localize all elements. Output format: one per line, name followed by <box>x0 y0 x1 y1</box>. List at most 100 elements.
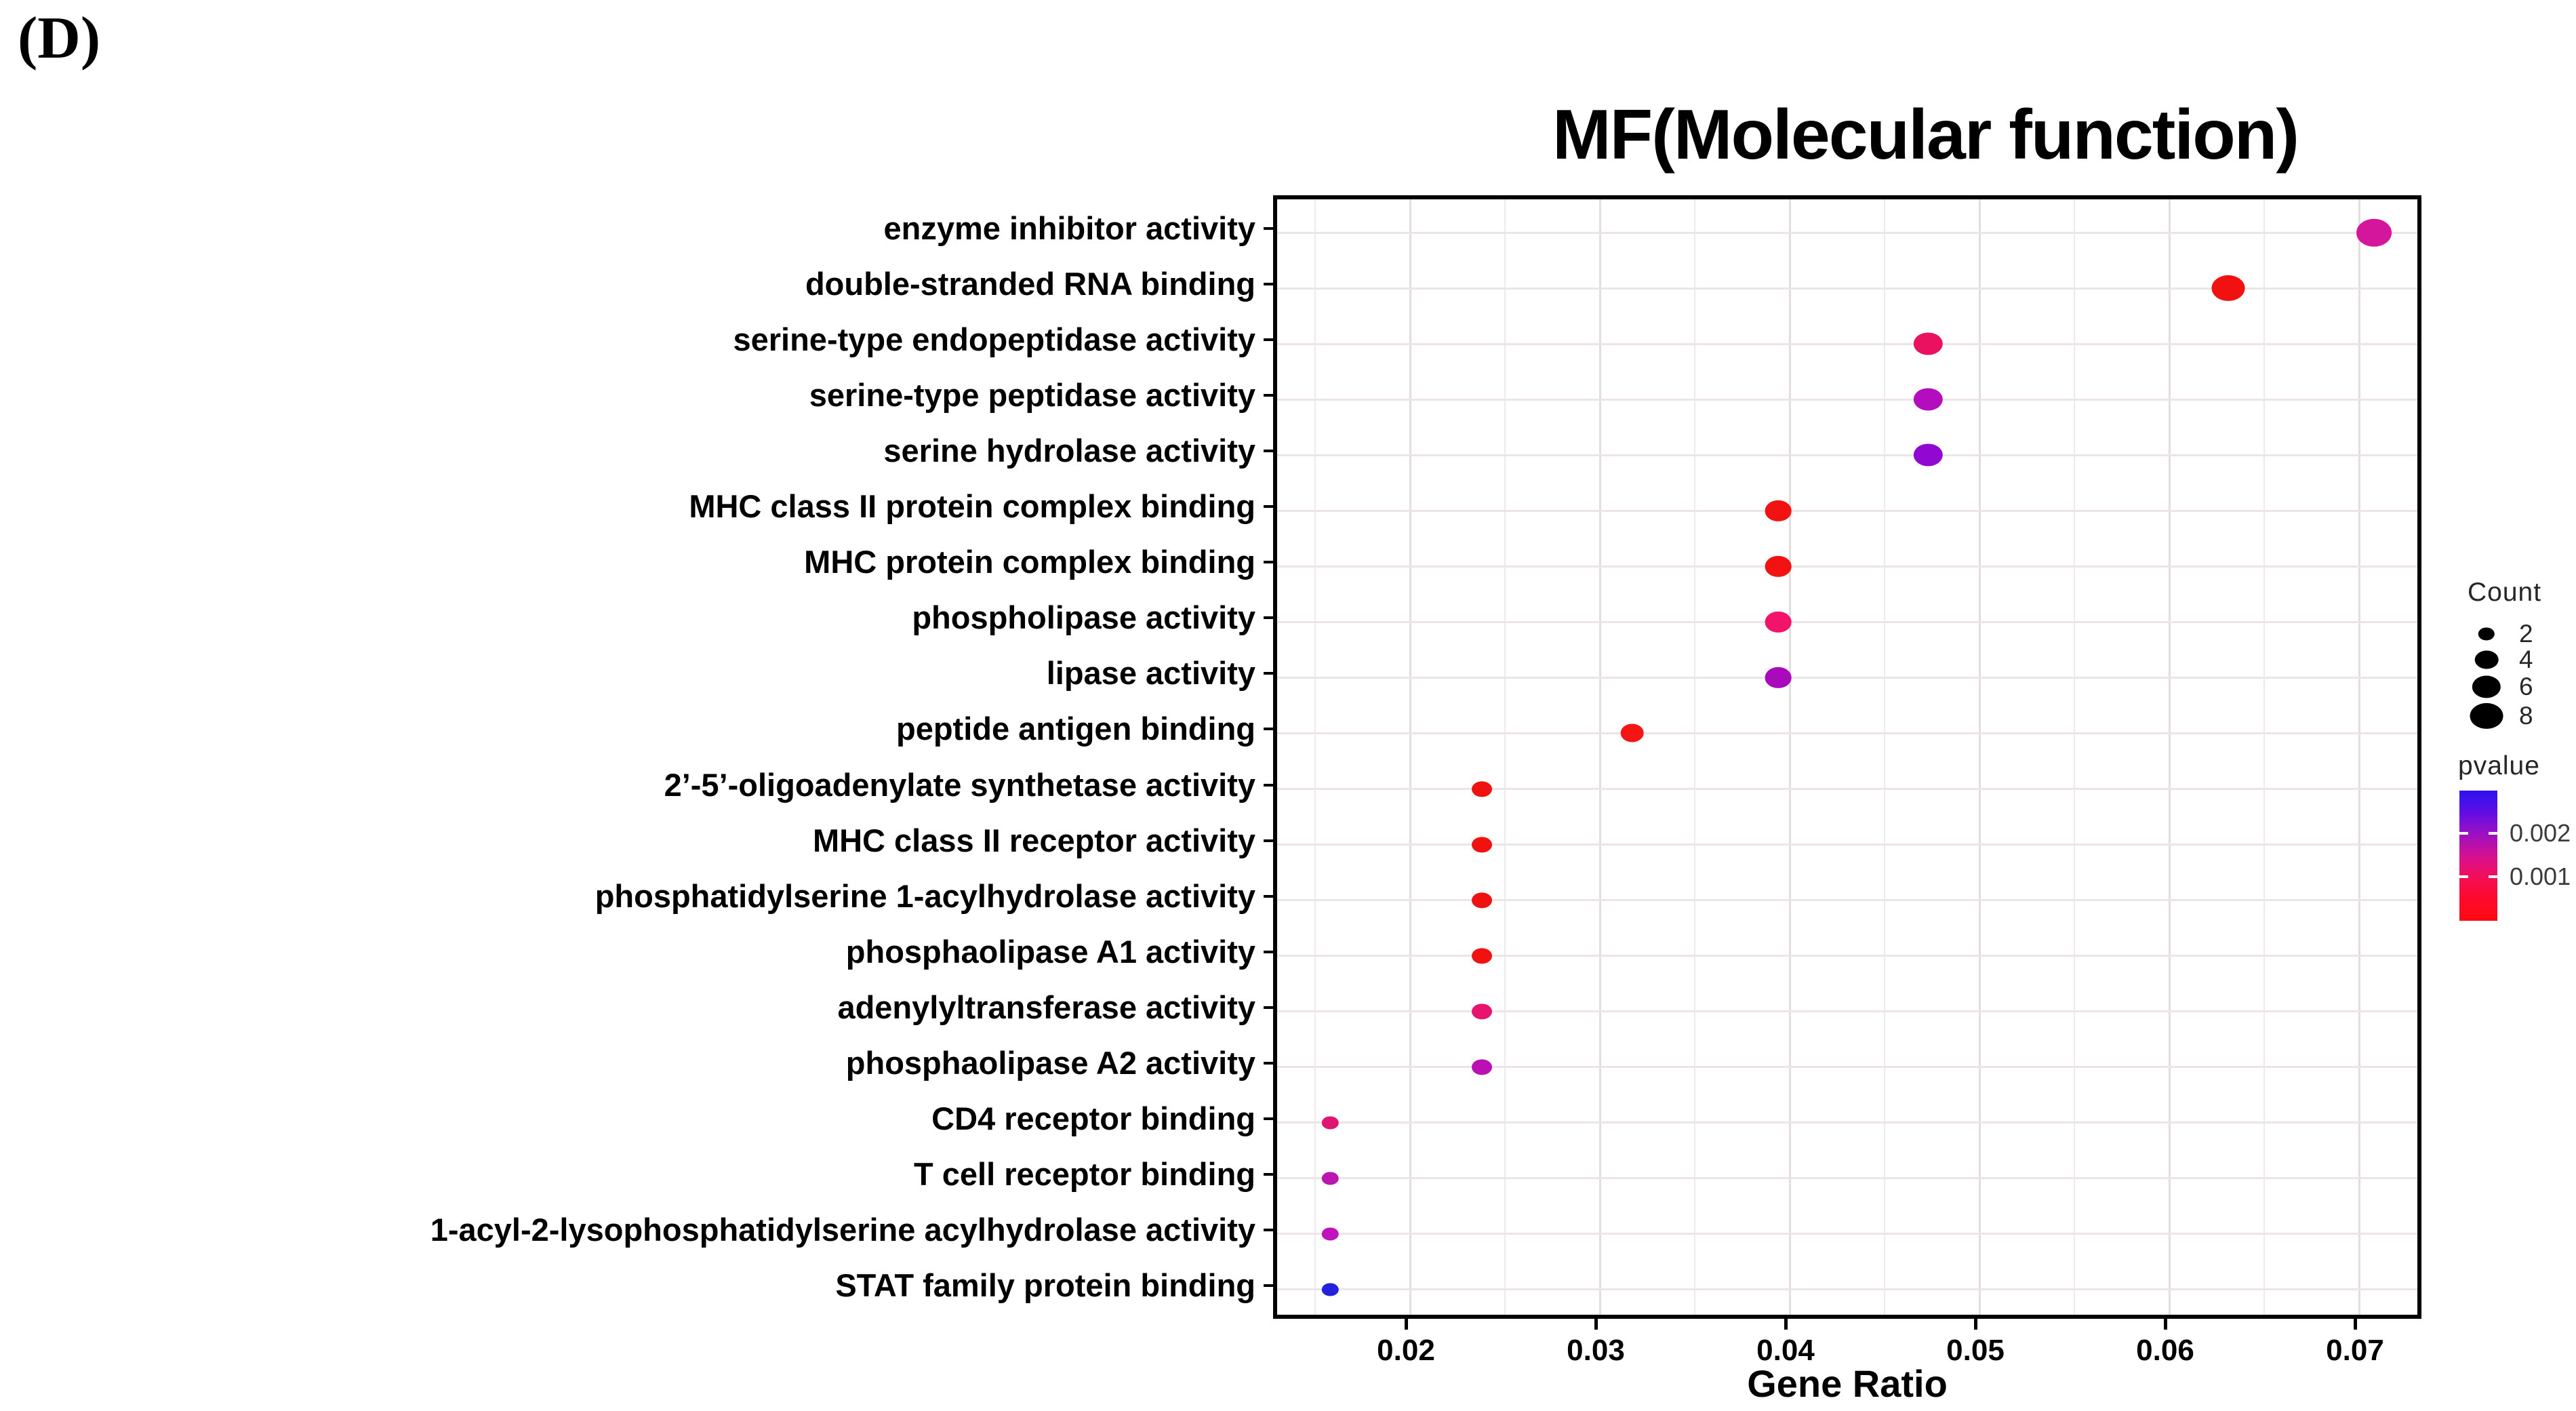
data-point <box>1765 667 1792 688</box>
count-legend-dot <box>2478 627 2495 641</box>
chart-title: MF(Molecular function) <box>1552 96 2299 174</box>
data-point <box>1322 1283 1339 1296</box>
y-axis-label: T cell receptor binding <box>913 1155 1255 1192</box>
x-axis-tick-label: 0.03 <box>1567 1334 1625 1367</box>
y-axis-label: lipase activity <box>1046 655 1255 692</box>
x-axis-tick <box>1973 1319 1977 1330</box>
horizontal-gridline <box>1277 342 2417 345</box>
data-point <box>1620 723 1644 742</box>
horizontal-gridline <box>1277 398 2417 401</box>
pvalue-tick-label: 0.002 <box>2510 819 2571 848</box>
data-point <box>1914 332 1943 355</box>
y-axis-label: adenylyltransferase activity <box>837 989 1255 1025</box>
x-axis-tick-label: 0.06 <box>2136 1334 2194 1367</box>
y-axis-label: MHC class II receptor activity <box>812 822 1255 858</box>
pvalue-legend-title: pvalue <box>2458 751 2540 780</box>
y-axis-tick <box>1264 450 1273 453</box>
vertical-minor-gridline <box>2074 199 2075 1315</box>
count-legend-title: Count <box>2468 578 2542 607</box>
horizontal-gridline <box>1277 620 2417 623</box>
y-axis-label: MHC class II protein complex binding <box>689 488 1255 525</box>
vertical-minor-gridline <box>1504 199 1506 1315</box>
y-axis-label: serine-type peptidase activity <box>809 377 1255 414</box>
vertical-major-gridline <box>2358 199 2360 1315</box>
y-axis-label: phosphatidylserine 1-acylhydrolase activ… <box>595 877 1255 914</box>
horizontal-gridline <box>1277 1288 2417 1291</box>
count-legend-label: 8 <box>2519 702 2533 730</box>
vertical-major-gridline <box>1409 199 1411 1315</box>
y-axis-label: 1-acyl-2-lysophosphatidylserine acylhydr… <box>430 1211 1255 1248</box>
horizontal-gridline <box>1277 1177 2417 1180</box>
count-legend-dot <box>2470 702 2503 730</box>
vertical-major-gridline <box>1598 199 1601 1315</box>
y-axis-tick <box>1264 1284 1273 1287</box>
y-axis-label: double-stranded RNA binding <box>805 266 1255 302</box>
vertical-minor-gridline <box>1314 199 1316 1315</box>
y-axis-tick <box>1264 1117 1273 1120</box>
data-point <box>1914 388 1943 411</box>
x-axis-tick-label: 0.04 <box>1756 1334 1815 1367</box>
data-point <box>1472 836 1493 853</box>
vertical-major-gridline <box>1788 199 1791 1315</box>
y-axis-tick <box>1264 505 1273 509</box>
y-axis-tick <box>1264 894 1273 898</box>
y-axis-tick <box>1264 561 1273 564</box>
vertical-minor-gridline <box>1694 199 1695 1315</box>
x-axis-tick <box>2353 1319 2357 1330</box>
panel-label: (D) <box>18 5 101 71</box>
horizontal-gridline <box>1277 509 2417 512</box>
horizontal-gridline <box>1277 454 2417 456</box>
y-axis-label: STAT family protein binding <box>835 1267 1255 1303</box>
y-axis-label: serine hydrolase activity <box>883 433 1255 469</box>
data-point <box>1472 892 1493 909</box>
y-axis-label: peptide antigen binding <box>895 711 1255 747</box>
data-point <box>1472 947 1493 964</box>
horizontal-gridline <box>1277 231 2417 234</box>
vertical-minor-gridline <box>2263 199 2265 1315</box>
y-axis-tick <box>1264 283 1273 286</box>
pvalue-colorbar <box>2459 791 2497 921</box>
pvalue-colorbar-tick <box>2489 875 2497 878</box>
x-axis-title: Gene Ratio <box>1747 1362 1948 1405</box>
count-legend-label: 2 <box>2519 620 2533 648</box>
x-axis-tick-label: 0.05 <box>1946 1334 2005 1367</box>
y-axis-tick <box>1264 616 1273 620</box>
y-axis-tick <box>1264 950 1273 953</box>
y-axis-tick <box>1264 839 1273 842</box>
data-point <box>1914 443 1943 466</box>
y-axis-label: MHC protein complex binding <box>804 544 1255 580</box>
y-axis-tick <box>1264 338 1273 342</box>
y-axis-tick <box>1264 227 1273 231</box>
x-axis-tick <box>1404 1319 1408 1330</box>
horizontal-gridline <box>1277 287 2417 290</box>
y-axis-label: phospholipase activity <box>912 599 1255 636</box>
horizontal-gridline <box>1277 955 2417 957</box>
pvalue-colorbar-tick <box>2489 832 2497 835</box>
y-axis-tick <box>1264 1006 1273 1009</box>
x-axis-tick-label: 0.02 <box>1377 1334 1435 1367</box>
y-axis-tick <box>1264 394 1273 397</box>
count-legend-dot <box>2472 675 2501 698</box>
data-point <box>1472 1058 1493 1075</box>
horizontal-gridline <box>1277 788 2417 790</box>
pvalue-tick-label: 0.001 <box>2510 862 2571 890</box>
y-axis-label: phosphaolipase A1 activity <box>845 933 1255 970</box>
x-axis-tick <box>1594 1319 1598 1330</box>
data-point <box>1765 612 1792 633</box>
y-axis-label: serine-type endopeptidase activity <box>733 321 1255 358</box>
pvalue-colorbar-tick <box>2459 875 2468 878</box>
x-axis-tick <box>2163 1319 2167 1330</box>
data-point <box>1322 1116 1339 1130</box>
data-point <box>1322 1227 1339 1241</box>
data-point <box>1765 500 1792 521</box>
horizontal-gridline <box>1277 1010 2417 1013</box>
horizontal-gridline <box>1277 732 2417 734</box>
data-point <box>1472 780 1493 797</box>
data-point <box>1765 556 1792 577</box>
x-axis-tick <box>1784 1319 1788 1330</box>
data-point <box>1472 1003 1493 1020</box>
y-axis-tick <box>1264 672 1273 675</box>
horizontal-gridline <box>1277 565 2417 568</box>
y-axis-label: phosphaolipase A2 activity <box>845 1044 1255 1081</box>
horizontal-gridline <box>1277 1233 2417 1235</box>
